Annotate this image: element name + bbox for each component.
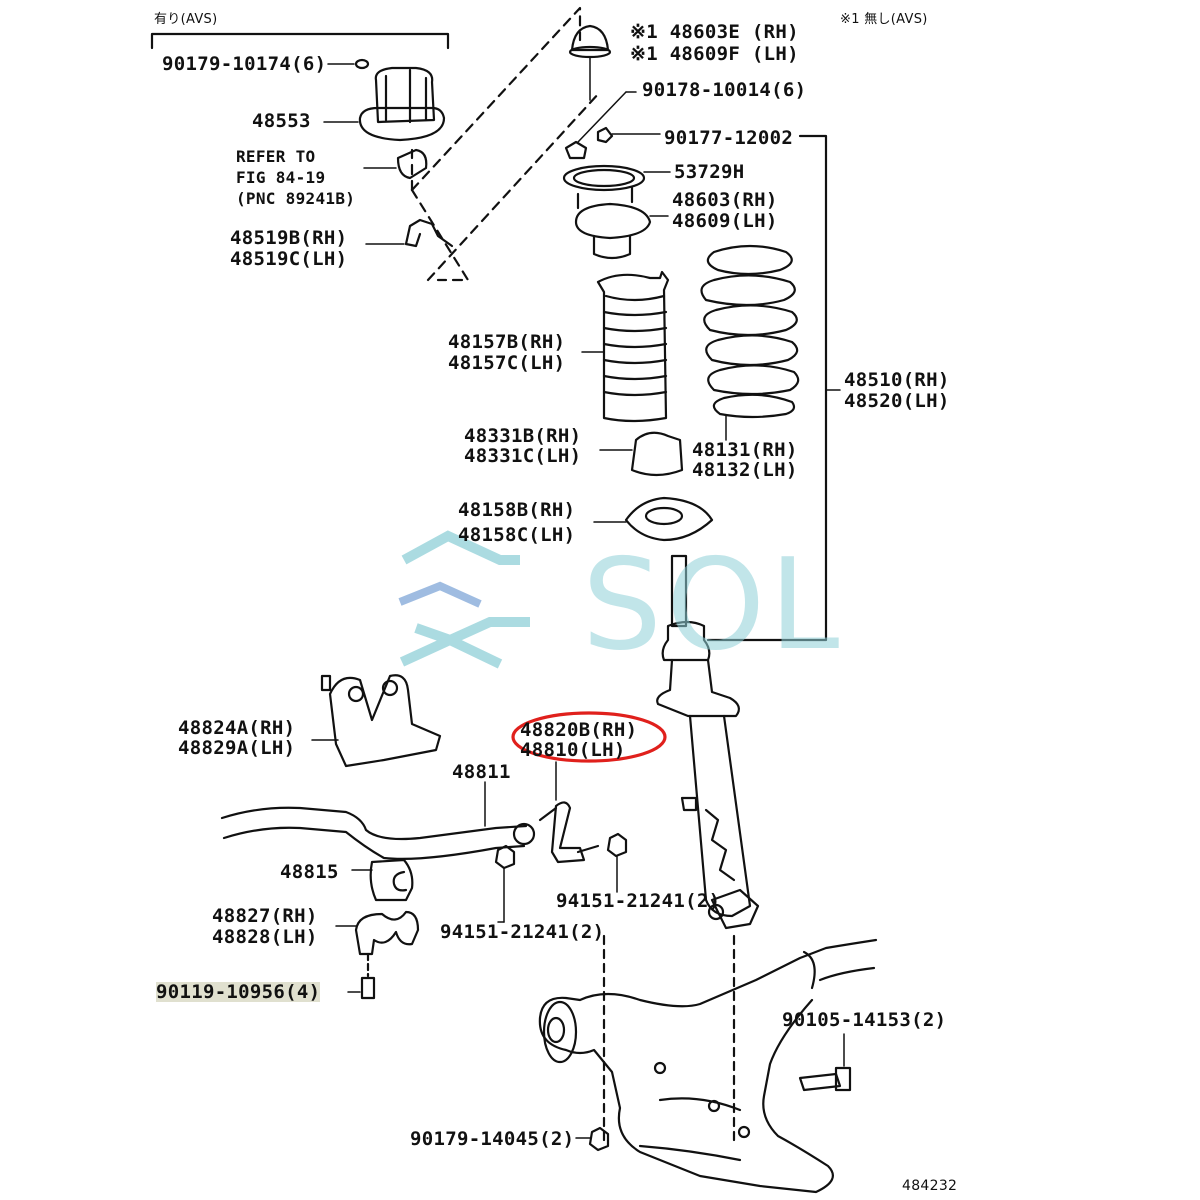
part-label-94151-b: 94151-21241(2) xyxy=(440,921,605,943)
part-label-48331b: 48331B(RH) xyxy=(464,425,582,447)
part-label-48331c: 48331C(LH) xyxy=(464,445,582,467)
part-label-48609: 48609(LH) xyxy=(672,210,778,232)
part-label-48811: 48811 xyxy=(452,761,511,783)
refer-line-1: REFER TO xyxy=(236,147,316,166)
part-label-48157b: 48157B(RH) xyxy=(448,331,566,353)
watermark-text: SOL xyxy=(582,531,844,678)
header-right-note: ※1 無し(AVS) xyxy=(840,12,928,27)
part-label-48609f: ※1 48609F (LH) xyxy=(630,43,799,65)
part-label-48603e: ※1 48603E (RH) xyxy=(630,21,799,43)
part-label-48824a: 48824A(RH) xyxy=(178,717,296,739)
part-label-48510: 48510(RH) xyxy=(844,369,950,391)
part-label-48519c: 48519C(LH) xyxy=(230,248,348,270)
part-label-90178: 90178-10014(6) xyxy=(642,79,807,101)
part-label-48132: 48132(LH) xyxy=(692,459,798,481)
refer-line-3: (PNC 89241B) xyxy=(236,189,356,208)
part-label-90179-10174: 90179-10174(6) xyxy=(162,53,327,75)
part-label-90179-14045: 90179-14045(2) xyxy=(410,1128,575,1150)
part-label-90119: 90119-10956(4) xyxy=(156,981,321,1003)
part-label-48158c: 48158C(LH) xyxy=(458,524,576,546)
part-label-94151-a: 94151-21241(2) xyxy=(556,890,721,912)
part-label-90105: 90105-14153(2) xyxy=(782,1009,947,1031)
part-label-48828: 48828(LH) xyxy=(212,926,318,948)
part-label-48520: 48520(LH) xyxy=(844,390,950,412)
diagram-code: 484232 xyxy=(902,1178,958,1194)
part-label-48158b: 48158B(RH) xyxy=(458,499,576,521)
part-label-90177: 90177-12002 xyxy=(664,127,794,149)
part-label-48519b: 48519B(RH) xyxy=(230,227,348,249)
part-label-48820b: 48820B(RH) xyxy=(520,719,638,741)
part-label-48157c: 48157C(LH) xyxy=(448,352,566,374)
header-left-note: 有り(AVS) xyxy=(154,12,218,27)
part-label-48829a: 48829A(LH) xyxy=(178,737,296,759)
part-label-48815: 48815 xyxy=(280,861,339,883)
part-label-48131: 48131(RH) xyxy=(692,439,798,461)
refer-line-2: FIG 84-19 xyxy=(236,168,326,187)
part-label-48810: 48810(LH) xyxy=(520,739,626,761)
part-label-53729h: 53729H xyxy=(674,161,745,183)
watermark-logo xyxy=(398,530,530,669)
part-label-48553: 48553 xyxy=(252,110,311,132)
part-label-48603: 48603(RH) xyxy=(672,189,778,211)
part-label-48827: 48827(RH) xyxy=(212,905,318,927)
